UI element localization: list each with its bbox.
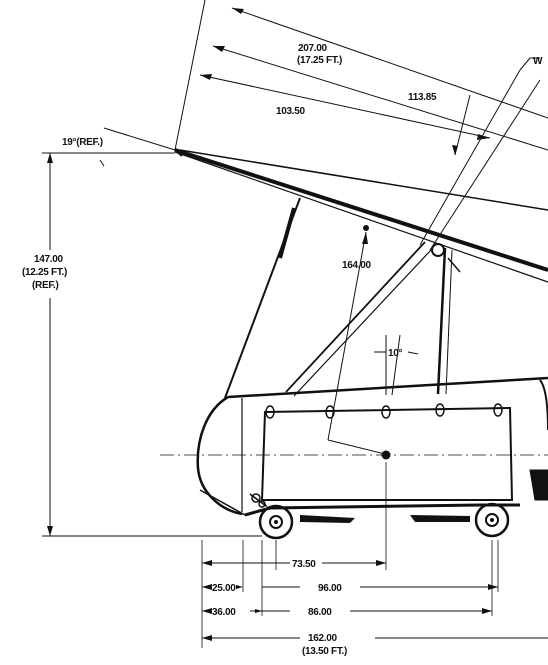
lifting-eyes <box>265 403 503 419</box>
center-of-gravity-icon <box>381 450 391 460</box>
dimension-36: 36.00 <box>212 607 236 618</box>
canopy-panel <box>174 148 548 283</box>
wheel-front <box>258 504 294 540</box>
bottom-dimension-arrows <box>202 560 498 641</box>
dimension-103: 103.50 <box>276 106 306 117</box>
attach-point-icon <box>363 225 369 231</box>
height-147-ref: (REF.) <box>32 280 59 291</box>
tow-hitch <box>249 493 267 508</box>
radius-arrow <box>362 232 368 244</box>
height-147: 147.00 <box>34 254 64 265</box>
vertical-dimension-147 <box>42 152 262 537</box>
angle-10-indicator <box>374 334 419 396</box>
dimension-113: 113.85 <box>408 92 437 103</box>
bottom-dimension-lines <box>202 562 548 639</box>
top-dimension-lines <box>174 0 548 251</box>
dimension-162-ft: (13.50 FT.) <box>302 646 347 657</box>
hinge-icon <box>431 243 445 257</box>
dimension-arrows <box>200 8 490 155</box>
skids <box>300 515 470 523</box>
angle-10-label: 10° <box>388 348 403 359</box>
dimension-96: 96.00 <box>318 583 342 594</box>
dimension-207-ft: (17.25 FT.) <box>297 55 342 66</box>
angle-19-indicator <box>99 127 176 167</box>
dimension-164: 164.00 <box>342 260 372 271</box>
vertical-dimension-arrows <box>47 153 53 536</box>
radius-164-line <box>327 231 386 455</box>
dimension-86: 86.00 <box>308 607 332 618</box>
support-struts <box>224 197 461 399</box>
vehicle-body <box>160 376 548 517</box>
extension-lines <box>201 462 499 648</box>
wheel-rear <box>474 502 510 538</box>
dimension-25: 25.00 <box>212 583 236 594</box>
dimension-73: 73.50 <box>292 559 316 570</box>
dimension-162: 162.00 <box>308 633 338 644</box>
height-147-ft: (12.25 FT.) <box>22 267 67 278</box>
angle-19-label: 19°(REF.) <box>62 137 103 148</box>
dimension-207: 207.00 <box>298 43 328 54</box>
partial-label-w: W <box>533 56 543 67</box>
